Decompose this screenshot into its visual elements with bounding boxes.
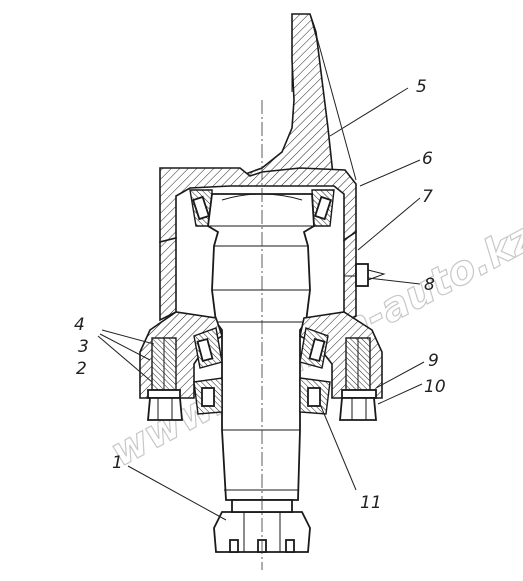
part-5-arm [239,13,334,187]
callout-1: 1 [112,453,123,473]
right-bolt-stack [339,337,377,421]
leader-3 [99,333,151,361]
leader-8 [367,277,421,285]
callout-3: 3 [78,337,89,357]
callout-4: 4 [74,315,85,335]
callout-10: 10 [424,377,446,397]
main-shaft [207,193,315,501]
callout-9: 9 [428,351,439,371]
left-bolt-stack [147,337,183,421]
leader-10 [377,383,423,405]
leader-11 [319,403,357,491]
lower-bearing [193,327,329,369]
callout-11: 11 [360,493,382,513]
callout-8: 8 [424,275,435,295]
leader-1 [127,465,227,521]
leader-6 [359,159,421,187]
leader-5 [329,87,409,137]
leader-5b [315,33,357,181]
leader-lines [97,33,425,521]
part-11-seal [193,377,331,415]
callout-6: 6 [422,149,433,169]
callout-7: 7 [422,187,433,207]
callout-2: 2 [76,359,87,379]
leader-9 [375,361,425,389]
part-8-grease-fitting [344,263,386,287]
callout-5: 5 [416,77,427,97]
leader-2 [97,335,153,383]
part-6-housing [159,167,357,324]
leader-4 [101,329,155,345]
leader-7 [357,197,421,251]
